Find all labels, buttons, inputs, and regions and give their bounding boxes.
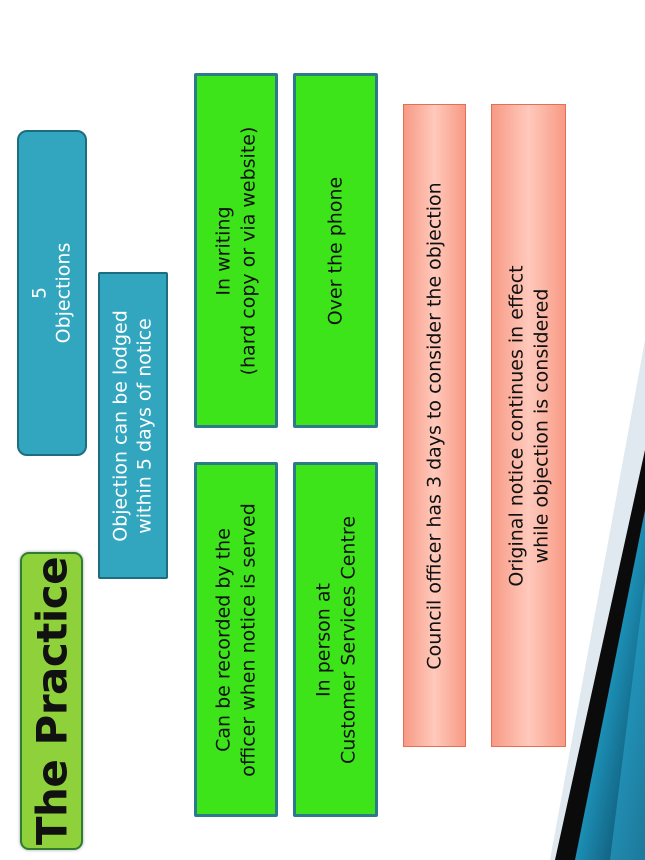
method-box-in-person: In person at Customer Services Centre bbox=[293, 462, 378, 817]
method-box-phone: Over the phone bbox=[293, 73, 378, 428]
corner-decoration bbox=[550, 340, 645, 860]
method-text-recorded: Can be recorded by the officer when noti… bbox=[212, 502, 259, 777]
note-text-original-notice: Original notice continues in effect whil… bbox=[504, 264, 552, 587]
note-box-council-officer: Council officer has 3 days to consider t… bbox=[403, 104, 466, 747]
method-text-writing: In writing (hard copy or via website) bbox=[212, 126, 259, 375]
note-text-council-officer: Council officer has 3 days to consider t… bbox=[423, 181, 446, 670]
method-box-recorded: Can be recorded by the officer when noti… bbox=[194, 462, 278, 817]
objections-header-box: 5 Objections bbox=[17, 130, 87, 456]
lodged-text: Objection can be lodged within 5 days of… bbox=[109, 309, 155, 542]
page-title: The Practice bbox=[27, 556, 76, 846]
method-text-phone: Over the phone bbox=[324, 176, 347, 325]
note-box-original-notice: Original notice continues in effect whil… bbox=[491, 104, 566, 747]
objections-header-text: 5 Objections bbox=[28, 242, 74, 344]
method-text-in-person: In person at Customer Services Centre bbox=[311, 515, 359, 764]
lodged-box: Objection can be lodged within 5 days of… bbox=[98, 272, 168, 579]
title-banner: The Practice bbox=[20, 552, 83, 850]
method-box-writing: In writing (hard copy or via website) bbox=[194, 73, 278, 428]
